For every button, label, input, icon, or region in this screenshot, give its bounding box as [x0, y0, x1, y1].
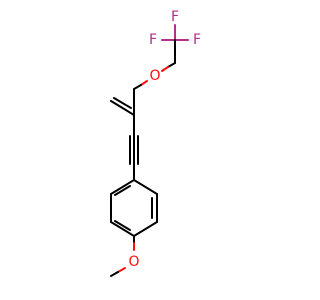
bond-o-ch2b-black — [133, 84, 142, 90]
ring-inner-2 — [114, 220, 131, 231]
ring-bond-4 — [110, 221, 135, 237]
bond-o-ch3-red — [117, 267, 126, 273]
atom-labels: F F F O O — [128, 9, 201, 270]
atom-ether-oxygen: O — [149, 68, 160, 84]
bond-c2-ch2-1 — [110, 100, 135, 116]
bond-o-ch2b-red — [140, 80, 148, 86]
atom-fluorine-top: F — [171, 9, 179, 25]
bond-c2-ch2-2 — [113, 97, 132, 109]
ring-bond-1 — [133, 179, 158, 195]
ring-bond-3 — [133, 221, 158, 237]
atom-fluorine-right: F — [193, 32, 201, 48]
atom-fluorine-left: F — [149, 32, 157, 48]
ring-inner-3 — [114, 185, 131, 196]
bond-o-ch3-black — [110, 271, 119, 277]
ring-bond-6 — [110, 179, 135, 195]
atom-methoxy-oxygen: O — [128, 254, 139, 270]
skeleton-bonds — [110, 24, 189, 277]
bond-ch2-o-red — [161, 66, 169, 72]
bond-ch2-o-black — [167, 62, 176, 68]
structure-canvas: F F F O O — [110, 9, 201, 277]
